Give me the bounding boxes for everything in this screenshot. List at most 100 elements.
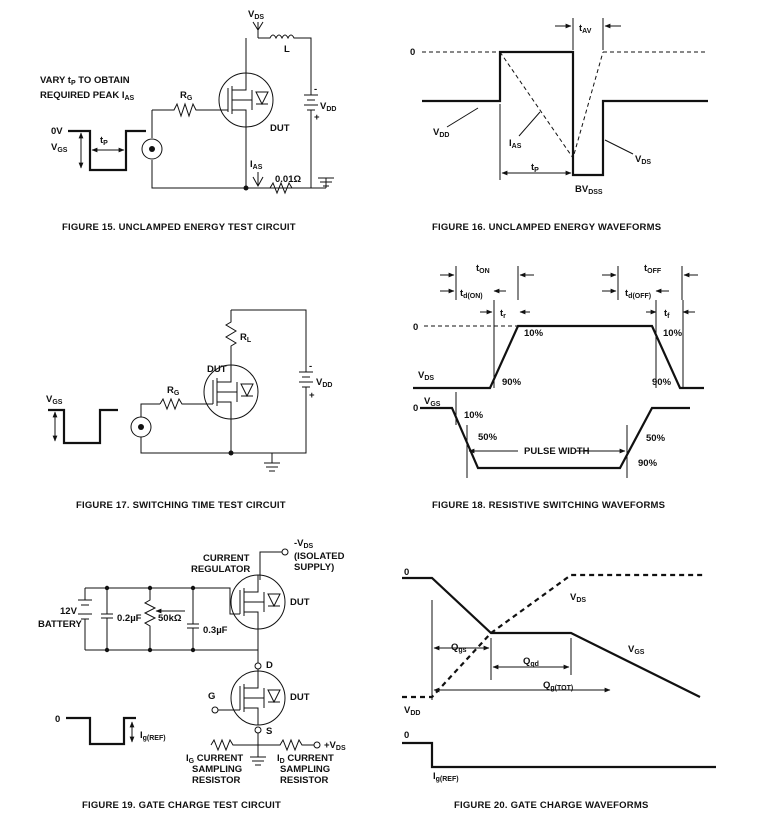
f19-pos-vds-label: +VDS xyxy=(324,740,346,752)
figure-15: VDS L VDD - + DUT VARY tP TO OBTAIN REQU… xyxy=(40,9,336,233)
f15-shunt-label: 0.01Ω xyxy=(275,174,301,185)
f16-bvdss-label: BVDSS xyxy=(575,184,603,196)
f17-ground xyxy=(264,453,280,472)
figure-16: tAV 0 VDD IAS VDS tP BVDSS FIGURE 16. UN… xyxy=(410,18,708,233)
f15-inductor-label: L xyxy=(284,44,290,55)
f19-battery-voltage: 12V xyxy=(60,606,78,617)
f17-rg-label: RG xyxy=(167,385,180,397)
f18-zero-vgs: 0 xyxy=(413,403,418,414)
f16-ias-waveform xyxy=(499,51,604,160)
f20-igref-waveform xyxy=(402,741,716,769)
f15-gate-pulse xyxy=(68,129,146,172)
f20-qgs-label: Qgs xyxy=(451,642,467,654)
f17-minus: - xyxy=(309,361,312,372)
f16-zero-label: 0 xyxy=(410,47,415,58)
f19-pot-label: 50kΩ xyxy=(158,613,182,624)
f15-0v-label: 0V xyxy=(51,126,63,137)
f16-vdd-label: VDD xyxy=(433,127,449,139)
f18-50pct-rise: 50% xyxy=(478,432,498,443)
f18-10pct-fall: 10% xyxy=(663,328,683,339)
f19-neg-vds-label: -VDS xyxy=(294,538,314,550)
f18-vds-label: VDS xyxy=(418,370,434,382)
f20-qgd-label: Qgd xyxy=(523,656,539,668)
f19-isolated-line1: (ISOLATED xyxy=(294,551,345,562)
f18-10pct-rise: 10% xyxy=(524,328,544,339)
f19-cap1-label: 0.2µF xyxy=(117,613,142,624)
f15-ias-label: IAS xyxy=(250,159,263,171)
f18-90pct-fall: 90% xyxy=(652,377,672,388)
f20-caption: FIGURE 20. GATE CHARGE WAVEFORMS xyxy=(454,800,648,811)
f18-pulse-width-label: PULSE WIDTH xyxy=(524,446,590,457)
f15-pulse-source xyxy=(141,138,163,160)
f17-caption: FIGURE 17. SWITCHING TIME TEST CIRCUIT xyxy=(76,500,286,511)
f19-battery-label: BATTERY xyxy=(38,619,82,630)
f19-source-label: S xyxy=(266,726,272,737)
f18-tf-label: tf xyxy=(664,308,670,320)
figure-20: 0 VDS VGS Qgs Qgd Qg(TOT) VDD 0 Ig(REF) … xyxy=(402,567,716,811)
f18-90pct-rise: 90% xyxy=(502,377,522,388)
f17-gate-pulse xyxy=(48,408,118,445)
f19-regulator-label: REGULATOR xyxy=(191,564,250,575)
f16-vds-waveform xyxy=(422,50,708,177)
f20-vds-waveform xyxy=(402,573,705,699)
f16-tp-label: tP xyxy=(531,162,539,174)
f18-vgs-waveform xyxy=(420,406,690,470)
f20-igref-label: Ig(REF) xyxy=(433,771,459,783)
f15-tp-label: tP xyxy=(100,135,108,147)
f19-gate-label: G xyxy=(208,691,215,702)
f19-drain-label: D xyxy=(266,660,273,671)
f15-plus: + xyxy=(314,112,320,123)
f15-vary-line1: VARY tP TO OBTAIN xyxy=(40,75,130,87)
f18-tdon-label: td(ON) xyxy=(460,288,483,300)
f18-vds-waveform xyxy=(413,324,704,390)
f19-ig-line3: RESISTOR xyxy=(192,775,241,786)
f19-ig-line2: SAMPLING xyxy=(192,764,242,775)
f20-vds-label: VDS xyxy=(570,592,586,604)
f19-zero-label: 0 xyxy=(55,714,60,725)
f18-tr-label: tr xyxy=(500,308,506,320)
f16-vds-label: VDS xyxy=(635,154,651,166)
f17-rl-label: RL xyxy=(240,332,252,344)
f16-ias-label: IAS xyxy=(509,138,522,150)
f15-dut-label: DUT xyxy=(270,123,290,134)
f18-ton-label: tON xyxy=(476,263,490,275)
f15-caption: FIGURE 15. UNCLAMPED ENERGY TEST CIRCUIT xyxy=(62,222,296,233)
f15-ground xyxy=(318,177,334,188)
f15-minus: - xyxy=(314,84,317,95)
f19-id-line1: ID CURRENT xyxy=(277,753,334,765)
f19-cap2-label: 0.3µF xyxy=(203,625,228,636)
f15-vgs-label: VGS xyxy=(51,142,68,154)
f19-igref-label: Ig(REF) xyxy=(140,730,166,742)
f20-zero-bottom: 0 xyxy=(404,730,409,741)
f18-caption: FIGURE 18. RESISTIVE SWITCHING WAVEFORMS xyxy=(432,500,665,511)
f18-90pct-gate: 90% xyxy=(638,458,658,469)
f15-vary-line2: REQUIRED PEAK IAS xyxy=(40,90,135,102)
f18-toff-label: tOFF xyxy=(644,263,662,275)
f17-vdd-label: VDD xyxy=(316,377,332,389)
f20-vdd-label: VDD xyxy=(404,705,420,717)
f16-caption: FIGURE 16. UNCLAMPED ENERGY WAVEFORMS xyxy=(432,222,661,233)
f19-isolated-line2: SUPPLY) xyxy=(294,562,334,573)
f15-rg-label: RG xyxy=(180,90,193,102)
f18-tdoff-label: td(OFF) xyxy=(625,288,651,300)
f18-10pct-gate: 10% xyxy=(464,410,484,421)
f20-qgtot-label: Qg(TOT) xyxy=(543,680,573,692)
f19-gate-current-pulse xyxy=(66,716,136,746)
f19-id-line2: SAMPLING xyxy=(280,764,330,775)
figure-18: tON tOFF td(ON) td(OFF) tr tf 0 10% 10% … xyxy=(413,263,704,511)
f17-vgs-label: VGS xyxy=(46,394,63,406)
f19-current-label: CURRENT xyxy=(203,553,250,564)
f15-vds-label: VDS xyxy=(248,9,264,21)
f19-caption: FIGURE 19. GATE CHARGE TEST CIRCUIT xyxy=(82,800,281,811)
f15-vdd-label: VDD xyxy=(320,101,336,113)
f20-vgs-waveform xyxy=(402,576,701,698)
f20-vgs-label: VGS xyxy=(628,644,645,656)
figure-19: -VDS (ISOLATED SUPPLY) CURRENT REGULATOR… xyxy=(38,538,346,811)
f19-ground xyxy=(250,745,266,766)
f17-plus: + xyxy=(309,390,315,401)
f16-tav-label: tAV xyxy=(579,23,592,35)
f18-vgs-label: VGS xyxy=(424,396,441,408)
f19-ig-line1: IG CURRENT xyxy=(186,753,243,765)
figure-17: RL VDD - + DUT RG VGS FIGURE 17. SWITCHI… xyxy=(46,309,332,511)
